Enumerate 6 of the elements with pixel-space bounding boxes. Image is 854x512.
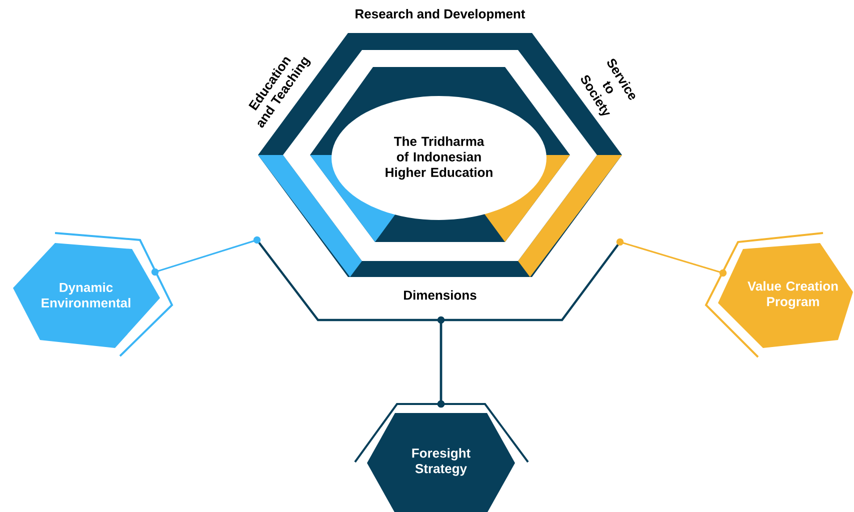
hexagon: Dynamic Environmental (13, 232, 174, 357)
dimension-label: Dimensions (404, 290, 476, 300)
connector (437, 241, 727, 408)
hexagon: Value Creation Program (704, 232, 853, 358)
dimension-label: Research and Development (356, 8, 526, 22)
hexagon: Foresight Strategy (354, 403, 529, 512)
